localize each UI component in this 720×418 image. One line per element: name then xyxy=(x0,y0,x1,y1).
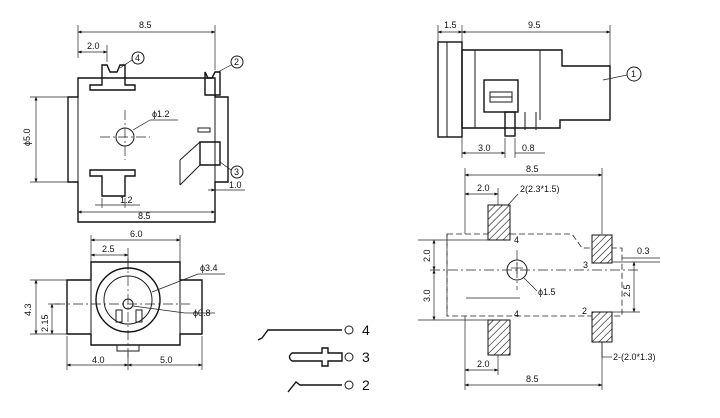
pcb-dim-bottom-width: 8.5 xyxy=(526,374,539,384)
side-body xyxy=(461,49,611,129)
bottom-body-outline xyxy=(66,261,203,346)
front-dim-pin-edge: 1.0 xyxy=(229,180,242,190)
pcb-pad-label-4a: 4 xyxy=(514,235,519,245)
callout-circle-3 xyxy=(230,165,244,179)
pcb-dim-pad-pitch: 2.5 xyxy=(622,284,632,297)
callout-circle-2 xyxy=(230,55,244,69)
pcb-dim-hole: ϕ1.5 xyxy=(538,287,556,297)
bottom-dim-left: 4.0 xyxy=(92,355,105,365)
pcb-pad-label-3: 3 xyxy=(583,260,588,270)
side-dim-flange: 1.5 xyxy=(444,20,457,30)
bottom-dim-center-height: 2.15 xyxy=(40,314,50,332)
pcb-dim-top-width: 8.5 xyxy=(526,164,539,174)
front-pin3-contact xyxy=(199,141,221,166)
bottom-dim-offset: 2.5 xyxy=(102,244,115,254)
pcb-pad-3 xyxy=(591,234,613,264)
legend-pin2-symbol xyxy=(287,381,342,393)
front-dim-pin-bottom: 1.2 xyxy=(120,195,133,205)
front-dim-pin4-offset: 2.0 xyxy=(87,41,100,51)
pcb-label-pad-size-bottom: 2-(2.0*1.3) xyxy=(613,352,656,362)
front-callout-pin4: 4 xyxy=(135,53,140,63)
callout-circle-4 xyxy=(131,51,145,65)
side-callout-pin1: 1 xyxy=(631,69,636,79)
legend-label-pin3: 3 xyxy=(362,349,370,365)
side-dim-pin-pos: 3.0 xyxy=(478,143,491,153)
front-bottom-contact xyxy=(89,169,136,197)
bottom-dim-width: 6.0 xyxy=(130,229,143,239)
front-dim-body-dia: ϕ5.0 xyxy=(22,128,32,146)
pcb-dim-vertical-3: 3.0 xyxy=(422,289,432,302)
side-dim-pin-width: 0.8 xyxy=(522,143,535,153)
pcb-label-pad-size: 2(2.3*1.5) xyxy=(520,184,560,194)
side-dim-body-length: 9.5 xyxy=(528,20,541,30)
pcb-dim-pad-offset-bottom: 2.0 xyxy=(477,359,490,369)
pcb-dim-pad-gap: 0.3 xyxy=(637,246,650,256)
pcb-dim-vertical-2: 2.0 xyxy=(422,249,432,262)
pcb-pad-label-4b: 4 xyxy=(514,309,519,319)
pin-legend: 4 3 2 xyxy=(257,322,370,393)
bottom-dim-right: 5.0 xyxy=(160,355,173,365)
pcb-pad-4a xyxy=(487,204,511,241)
pcb-pad-4b xyxy=(487,319,511,356)
callout-circle-1 xyxy=(626,66,642,82)
front-view: 8.5 2.0 4 2 ϕ1.2 xyxy=(22,20,245,223)
pcb-layout: 8.5 2.0 2(2.3*1.5) 4 3 4 2 ϕ1.5 2.0 3.0 xyxy=(418,164,660,390)
front-body-outline xyxy=(67,77,229,223)
front-callout-pin3: 3 xyxy=(234,167,239,177)
legend-label-pin4: 4 xyxy=(362,322,370,338)
legend-pin4-symbol xyxy=(257,329,342,341)
front-slot xyxy=(197,127,211,133)
pcb-pad-2 xyxy=(591,311,613,343)
front-dim-pin-hole: ϕ1.2 xyxy=(152,109,170,119)
front-dim-overall-width-bottom: 8.5 xyxy=(138,211,151,221)
bottom-dim-height: 4.3 xyxy=(23,303,33,316)
side-pin xyxy=(504,111,516,137)
legend-label-pin2: 2 xyxy=(362,377,370,393)
legend-pin3-symbol xyxy=(288,347,343,367)
front-pin4-contact xyxy=(89,64,136,91)
bottom-dim-pin-dia: ϕ0.8 xyxy=(193,308,211,318)
side-window xyxy=(483,79,519,113)
side-view: 1.5 9.5 1 3.0 0.8 xyxy=(437,20,642,158)
bottom-view: 6.0 2.5 ϕ3.4 ϕ0.8 4.3 2.15 xyxy=(23,229,225,370)
pcb-pad-label-2: 2 xyxy=(582,306,587,316)
front-callout-pin2: 2 xyxy=(234,57,239,67)
front-pin2-contact xyxy=(204,71,221,96)
side-flange xyxy=(437,41,463,138)
bottom-dim-outer-dia: ϕ3.4 xyxy=(200,263,218,273)
pcb-dim-pad-offset-top: 2.0 xyxy=(477,183,490,193)
front-dim-overall-width: 8.5 xyxy=(139,20,152,30)
